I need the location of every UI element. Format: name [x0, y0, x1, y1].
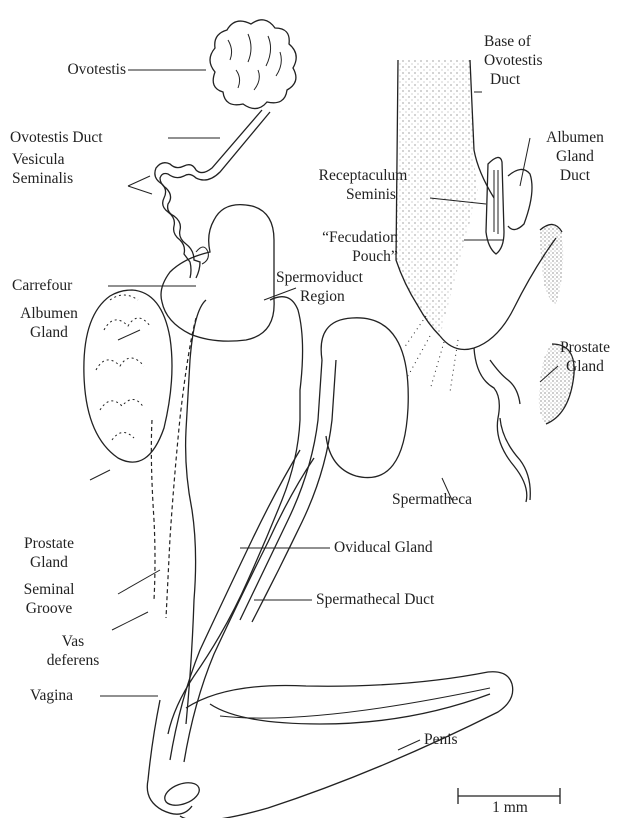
ovotestis-duct-shape: [155, 110, 270, 278]
prostate-gland-shape: [84, 290, 172, 462]
label-spermatheca: Spermatheca: [392, 490, 472, 509]
vagina-shape: [147, 700, 202, 814]
label-scale: 1 mm: [470, 798, 550, 817]
oviduct-lines: [170, 450, 314, 762]
label-vagina: Vagina: [30, 686, 73, 705]
label-oviducal-gland: Oviducal Gland: [334, 538, 433, 557]
inset-detail: [396, 60, 574, 502]
albumen-gland-shape: [161, 205, 274, 342]
label-ovotestis: Ovotestis: [22, 60, 126, 79]
label-penis: Penis: [424, 730, 458, 749]
spermoviduct-shape: [151, 297, 302, 734]
ovotestis-shape: [210, 20, 296, 109]
spermatheca-shape: [240, 318, 408, 622]
label-carrefour: Carrefour: [12, 276, 72, 295]
label-spermathecal-duct: Spermathecal Duct: [316, 590, 434, 609]
label-ovotestis-duct: Ovotestis Duct: [10, 128, 103, 147]
